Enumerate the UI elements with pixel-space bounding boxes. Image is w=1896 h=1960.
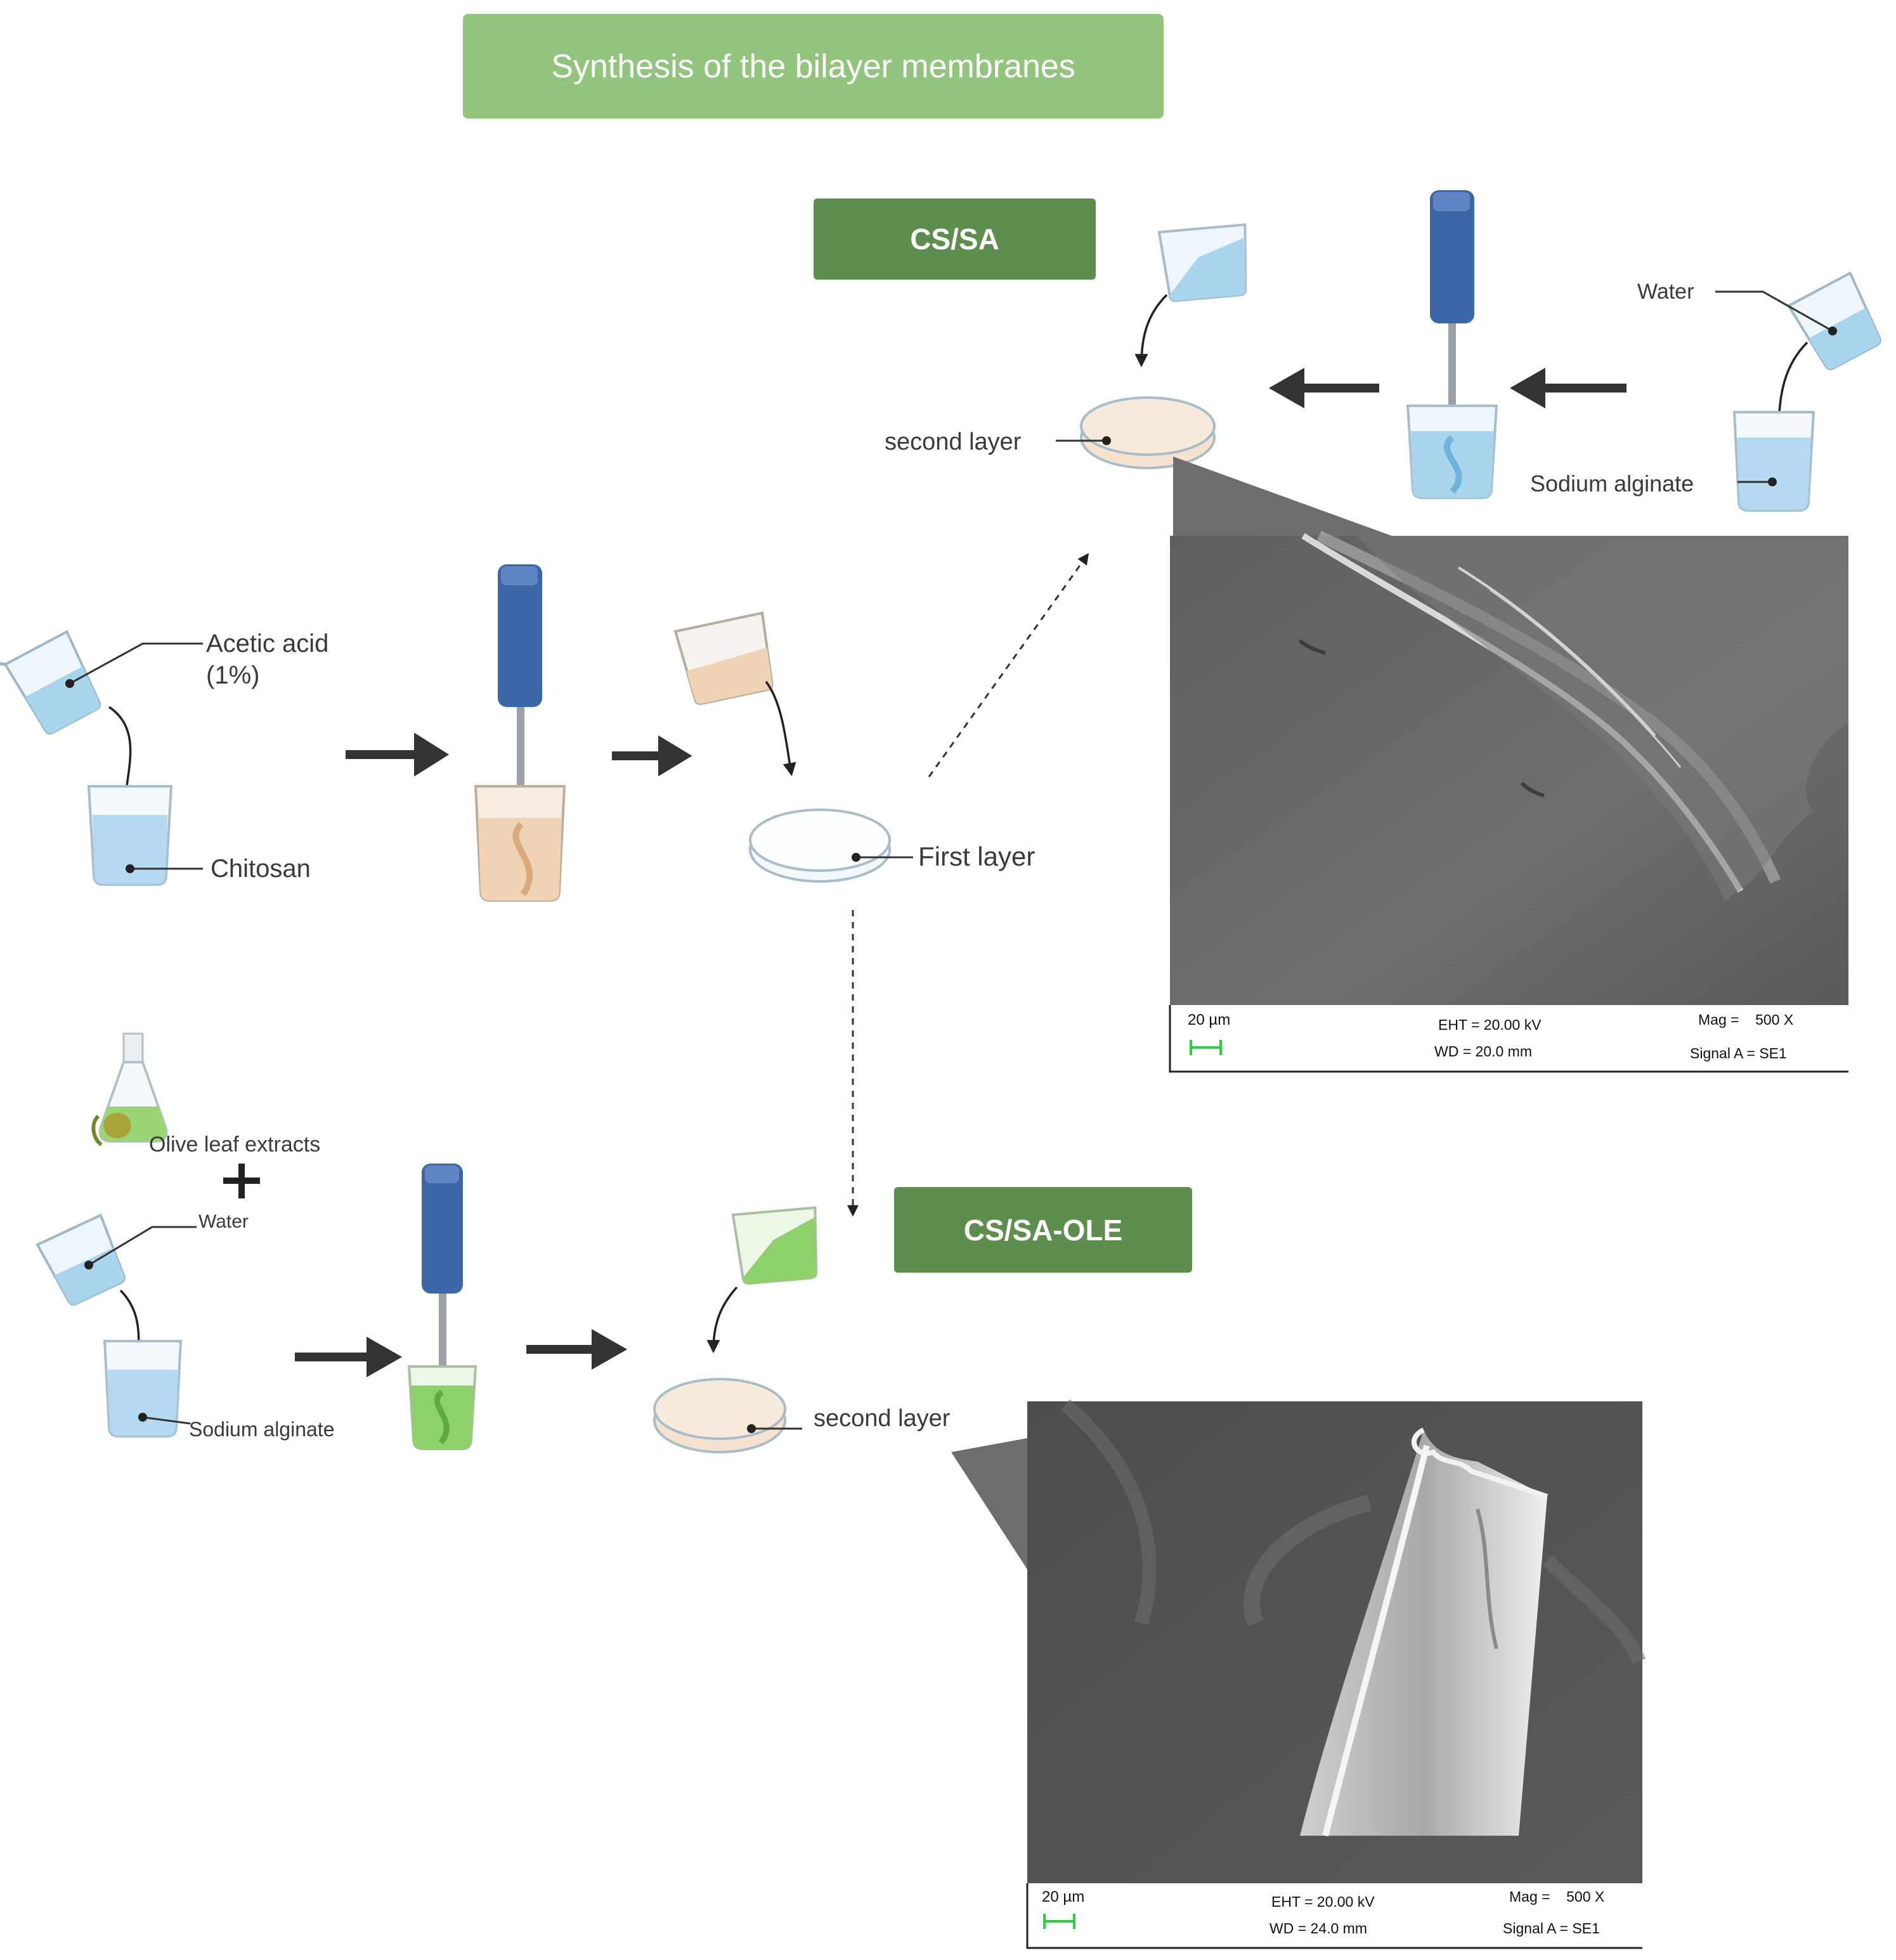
scale-bar-bottom-icon bbox=[1043, 1914, 1075, 1929]
water-bottom-label: Water bbox=[198, 1211, 249, 1232]
sodium-alginate-beaker-bottom-icon bbox=[103, 1340, 183, 1438]
sem-top-mag: Mag = 500 X bbox=[1698, 1011, 1794, 1028]
sem-image-cs-sa-ole bbox=[1026, 1399, 1646, 1949]
homogenizer-1-icon bbox=[474, 564, 566, 902]
sem-top-signal: Signal A = SE1 bbox=[1690, 1045, 1787, 1061]
arrow-6-icon bbox=[526, 1328, 628, 1370]
homogenizer-2-icon bbox=[1406, 190, 1498, 499]
sem-bottom-wd: WD = 24.0 mm bbox=[1269, 1920, 1368, 1937]
acetic-acid-label: Acetic acid bbox=[206, 630, 329, 658]
sem-bottom-scale: 20 µm bbox=[1042, 1888, 1085, 1905]
sem-top-scale: 20 µm bbox=[1188, 1011, 1231, 1029]
second-layer-top-label: second layer bbox=[885, 429, 1022, 455]
chitosan-beaker-icon bbox=[87, 785, 173, 886]
pouring-beaker-green-icon bbox=[731, 1206, 818, 1285]
cs-sa-ole-label: CS/SA-OLE bbox=[963, 1213, 1123, 1247]
pouring-beaker-water-icon bbox=[1157, 223, 1247, 302]
pouring-beaker-chitosan-icon bbox=[673, 611, 774, 705]
second-layer-bottom-label: second layer bbox=[814, 1405, 951, 1432]
cs-sa-ole-banner: CS/SA-OLE bbox=[894, 1187, 1192, 1273]
arrow-5-icon bbox=[295, 1336, 403, 1378]
page-title: Synthesis of the bilayer membranes bbox=[551, 48, 1075, 85]
pour-arrow-second-layer-bottom bbox=[706, 1286, 738, 1354]
sodium-alginate-bottom-label: Sodium alginate bbox=[189, 1418, 335, 1441]
zoom-wedge-bottom bbox=[951, 1438, 1027, 1569]
pour-arrow-second-layer-top bbox=[1134, 294, 1168, 368]
acetic-acid-beaker-icon bbox=[0, 630, 101, 735]
arrow-1-icon bbox=[346, 732, 450, 777]
pour-arrow-first-layer bbox=[765, 680, 796, 777]
zoom-wedge-top bbox=[1173, 457, 1392, 536]
zoom-wedge-top-left bbox=[1173, 457, 1205, 536]
sem-bottom-mag: Mag = 500 X bbox=[1509, 1888, 1605, 1905]
arrow-3-icon bbox=[1509, 367, 1627, 409]
sem-top-wd: WD = 20.0 mm bbox=[1434, 1043, 1533, 1060]
acetic-acid-leader-line bbox=[69, 642, 203, 685]
first-layer-dish-icon bbox=[749, 808, 891, 883]
sodium-alginate-beaker-top-icon bbox=[1732, 411, 1815, 512]
sodium-alginate-bottom-leader-line bbox=[142, 1416, 191, 1425]
sodium-alginate-top-label: Sodium alginate bbox=[1530, 471, 1694, 496]
acetic-acid-conc-label: (1%) bbox=[206, 661, 260, 689]
cs-sa-banner: CS/SA bbox=[814, 198, 1096, 280]
cs-sa-label: CS/SA bbox=[910, 223, 999, 256]
sem-bottom-eht: EHT = 20.00 kV bbox=[1271, 1893, 1375, 1910]
water-top-label: Water bbox=[1637, 280, 1694, 304]
sem-bottom-signal: Signal A = SE1 bbox=[1503, 1920, 1600, 1937]
arrow-2-icon bbox=[612, 735, 692, 777]
water-beaker-bottom-icon bbox=[36, 1213, 126, 1306]
sem-image-cs-sa bbox=[1169, 530, 1848, 1073]
sem-top-eht: EHT = 20.00 kV bbox=[1438, 1016, 1542, 1033]
second-layer-dish-top-icon bbox=[1080, 396, 1216, 469]
olive-leaf-flask-icon bbox=[91, 1032, 168, 1146]
olive-leaf-extracts-label: Olive leaf extracts bbox=[149, 1133, 321, 1157]
second-layer-dish-bottom-icon bbox=[653, 1378, 786, 1453]
chitosan-label: Chitosan bbox=[211, 855, 311, 883]
dashed-arrow-to-cs-sa bbox=[928, 553, 1089, 777]
title-banner: Synthesis of the bilayer membranes bbox=[463, 14, 1164, 119]
plus-icon bbox=[223, 1164, 260, 1198]
first-layer-label: First layer bbox=[918, 841, 1036, 871]
arrow-4-icon bbox=[1268, 367, 1379, 409]
water-top-leader-line bbox=[1715, 290, 1833, 332]
water-beaker-top-icon bbox=[1786, 271, 1881, 370]
homogenizer-3-icon bbox=[407, 1164, 477, 1450]
water-bottom-leader-line bbox=[88, 1226, 197, 1266]
scale-bar-top-icon bbox=[1190, 1040, 1222, 1055]
